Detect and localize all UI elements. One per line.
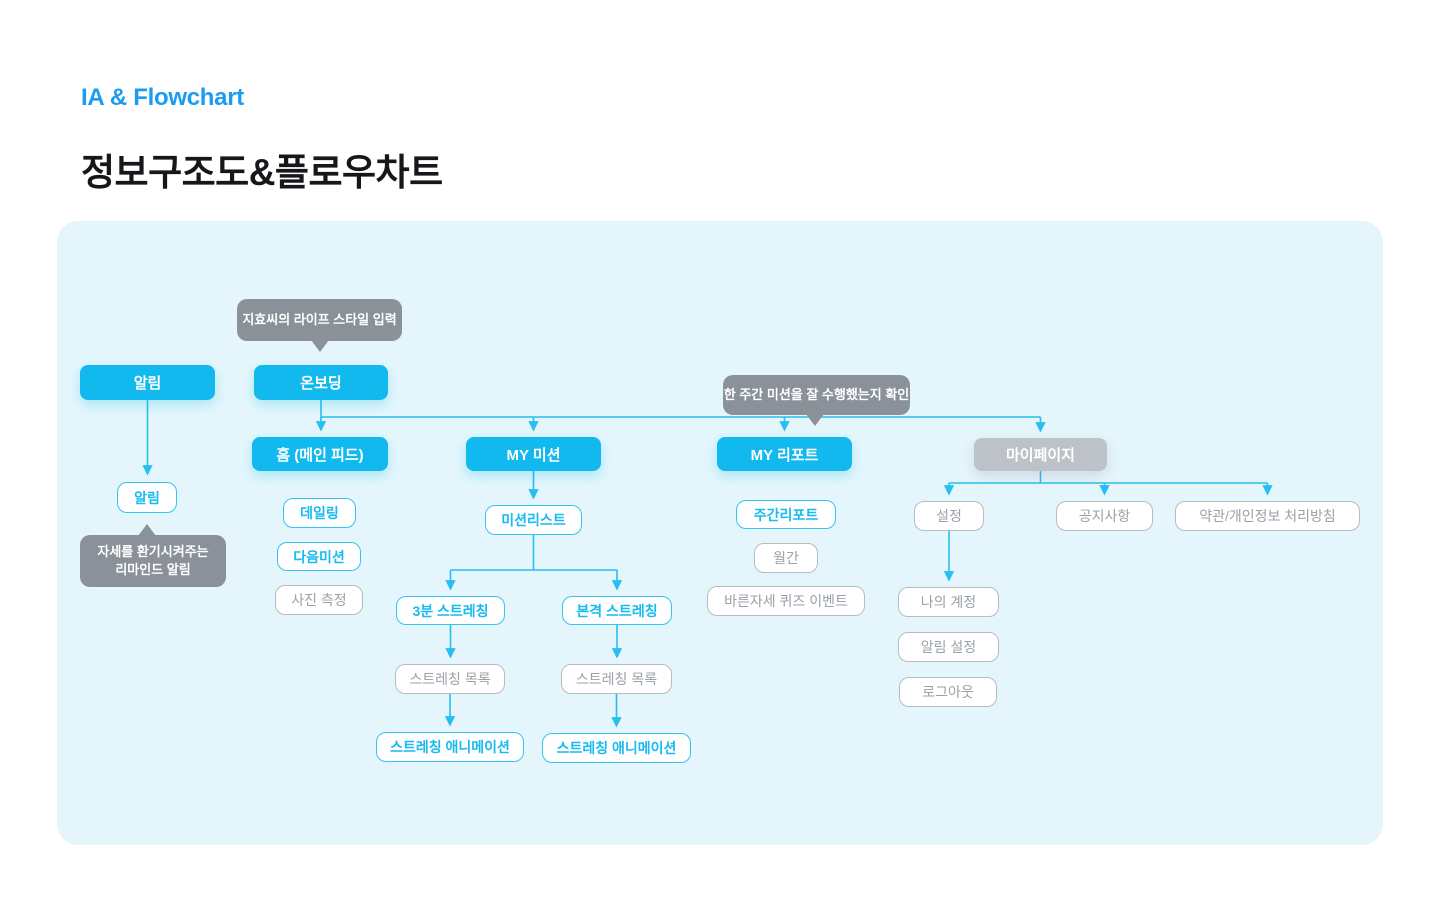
callout-remind-tip-line2: 리마인드 알림 [115, 562, 191, 577]
node-notification-settings: 알림 설정 [898, 632, 999, 662]
node-stretch-3min: 3분 스트레칭 [396, 596, 505, 625]
node-my-account: 나의 계정 [898, 587, 999, 617]
callout-remind-tip-line1: 자세를 환기시켜주는 [97, 544, 209, 560]
page-title: 정보구조도&플로우차트 [81, 152, 443, 193]
node-stretch-full: 본격 스트레칭 [562, 596, 672, 625]
node-next-mission: 다음미션 [277, 542, 361, 571]
node-logout: 로그아웃 [899, 677, 997, 707]
node-stretch-list-left: 스트레칭 목록 [395, 664, 505, 694]
node-quiz-event: 바른자세 퀴즈 이벤트 [707, 586, 865, 616]
node-notifications-sub: 알림 [117, 482, 177, 513]
callout-report-tip: 한 주간 미션을 잘 수행했는지 확인 [723, 375, 910, 426]
node-stretch-list-right: 스트레칭 목록 [561, 664, 672, 694]
node-photo-measure: 사진 측정 [275, 585, 363, 615]
callout-report-tip-text: 한 주간 미션을 잘 수행했는지 확인 [723, 387, 910, 403]
flowchart-panel: 지효씨의 라이프 스타일 입력 한 주간 미션을 잘 수행했는지 확인 자세를 … [57, 221, 1383, 845]
node-settings: 설정 [914, 501, 984, 531]
node-onboarding: 온보딩 [254, 365, 388, 400]
node-terms-privacy: 약관/개인정보 처리방침 [1175, 501, 1360, 531]
node-my-report: MY 리포트 [717, 437, 852, 471]
callout-remind-tip: 자세를 환기시켜주는 리마인드 알림 [80, 524, 226, 587]
node-stretch-animation-left: 스트레칭 애니메이션 [376, 732, 524, 762]
node-mission-list: 미션리스트 [485, 505, 582, 535]
node-my-mission: MY 미션 [466, 437, 601, 471]
node-stretch-animation-right: 스트레칭 애니메이션 [542, 733, 691, 763]
node-notifications-main: 알림 [80, 365, 215, 400]
connector-lines [142, 400, 1273, 728]
node-home-main-feed: 홈 (메인 피드) [252, 437, 388, 471]
node-my-page: 마이페이지 [974, 438, 1107, 471]
node-notices: 공지사항 [1056, 501, 1153, 531]
section-eyebrow: IA & Flowchart [81, 84, 244, 111]
node-dailing: 데일링 [283, 498, 356, 528]
node-weekly-report: 주간리포트 [736, 500, 836, 529]
callout-onboarding-tip: 지효씨의 라이프 스타일 입력 [237, 299, 402, 352]
node-monthly: 월간 [754, 543, 818, 573]
callout-onboarding-tip-text: 지효씨의 라이프 스타일 입력 [242, 312, 397, 328]
